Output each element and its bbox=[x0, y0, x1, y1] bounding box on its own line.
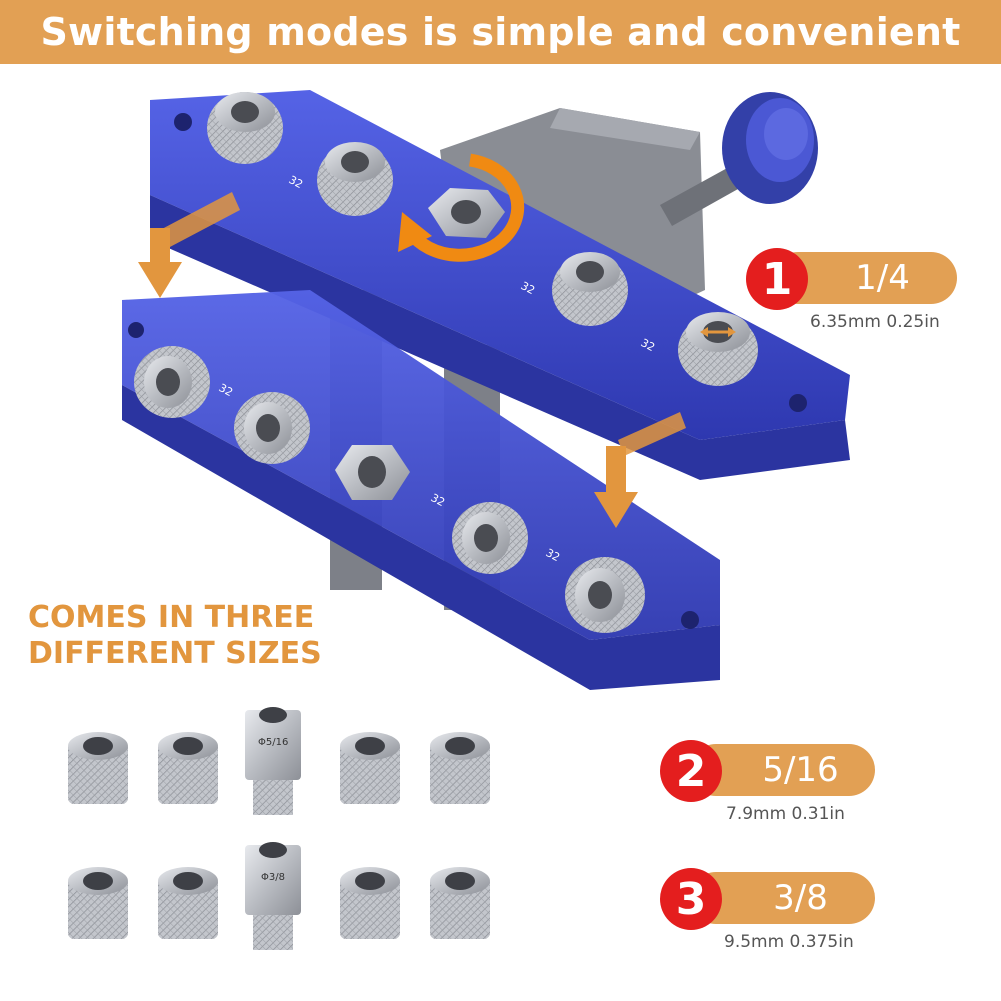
size-badge-2: 5/16 2 7.9mm 0.31in bbox=[660, 736, 880, 826]
lower-jig-bar bbox=[122, 290, 720, 690]
size-number-3: 3 bbox=[675, 873, 707, 925]
scale-mark-1: 32 bbox=[287, 173, 305, 191]
small-bushing bbox=[68, 732, 128, 804]
product-illustration: 32 32 32 32 32 32 Φ5/16 bbox=[68, 90, 850, 950]
size-number-1: 1 bbox=[761, 253, 793, 305]
sizes-caption: COMES IN THREE DIFFERENT SIZES bbox=[28, 600, 322, 672]
size-label-3: 3/8 bbox=[773, 878, 828, 918]
scale-mark-5: 32 bbox=[429, 491, 447, 509]
scale-mark-3: 32 bbox=[639, 336, 657, 354]
lower-bushing-3 bbox=[452, 502, 528, 574]
bushing-set-row-2: Φ3/8 bbox=[68, 842, 490, 950]
small-bushing bbox=[68, 867, 128, 939]
scale-mark-6: 32 bbox=[544, 546, 562, 564]
down-arrow-icon-right bbox=[594, 412, 686, 528]
bushing-set-row-1: Φ5/16 bbox=[68, 707, 490, 815]
upper-bushing-3 bbox=[552, 252, 628, 326]
upper-bushing-hex bbox=[428, 188, 505, 238]
bushing-marking-5-16: Φ5/16 bbox=[258, 737, 288, 748]
small-bushing bbox=[158, 867, 218, 939]
size-number-badge-2: 2 bbox=[660, 740, 722, 802]
upper-bushing-1 bbox=[207, 92, 283, 164]
lower-bushing-1 bbox=[134, 346, 210, 418]
upper-bushing-2 bbox=[317, 142, 393, 216]
small-bushing bbox=[340, 867, 400, 939]
size-number-badge-3: 3 bbox=[660, 868, 722, 930]
lower-bushing-hex bbox=[335, 445, 410, 500]
top-banner: Switching modes is simple and convenient bbox=[0, 0, 1001, 64]
sizes-caption-line-1: COMES IN THREE bbox=[28, 600, 315, 635]
down-arrow-icon-left bbox=[138, 192, 240, 298]
hex-bushing-5-16: Φ5/16 bbox=[245, 707, 301, 815]
size-label-2: 5/16 bbox=[762, 750, 839, 790]
banner-title: Switching modes is simple and convenient bbox=[40, 10, 961, 54]
diameter-arrow-icon bbox=[700, 327, 736, 337]
small-bushing bbox=[158, 732, 218, 804]
size-spec-2: 7.9mm 0.31in bbox=[726, 804, 845, 824]
size-number-badge-1: 1 bbox=[746, 248, 808, 310]
lower-bushing-4 bbox=[565, 557, 645, 633]
lower-bushing-2 bbox=[234, 392, 310, 464]
size-spec-3: 9.5mm 0.375in bbox=[724, 932, 854, 952]
small-bushing bbox=[430, 867, 490, 939]
knob-icon bbox=[764, 108, 808, 160]
size-badge-3: 3/8 3 9.5mm 0.375in bbox=[660, 864, 900, 959]
scale-mark-2: 32 bbox=[519, 279, 537, 297]
size-number-2: 2 bbox=[675, 745, 707, 797]
size-badge-1: 1/4 1 6.35mm 0.25in bbox=[746, 248, 961, 338]
sizes-caption-line-2: DIFFERENT SIZES bbox=[28, 636, 322, 671]
size-label-1: 1/4 bbox=[855, 258, 910, 298]
scale-mark-4: 32 bbox=[217, 381, 235, 399]
small-bushing bbox=[430, 732, 490, 804]
size-spec-1: 6.35mm 0.25in bbox=[810, 312, 940, 332]
small-bushing bbox=[340, 732, 400, 804]
bushing-marking-3-8: Φ3/8 bbox=[261, 872, 285, 883]
rotate-arrow-icon bbox=[398, 153, 525, 262]
hex-bushing-3-8: Φ3/8 bbox=[245, 842, 301, 950]
